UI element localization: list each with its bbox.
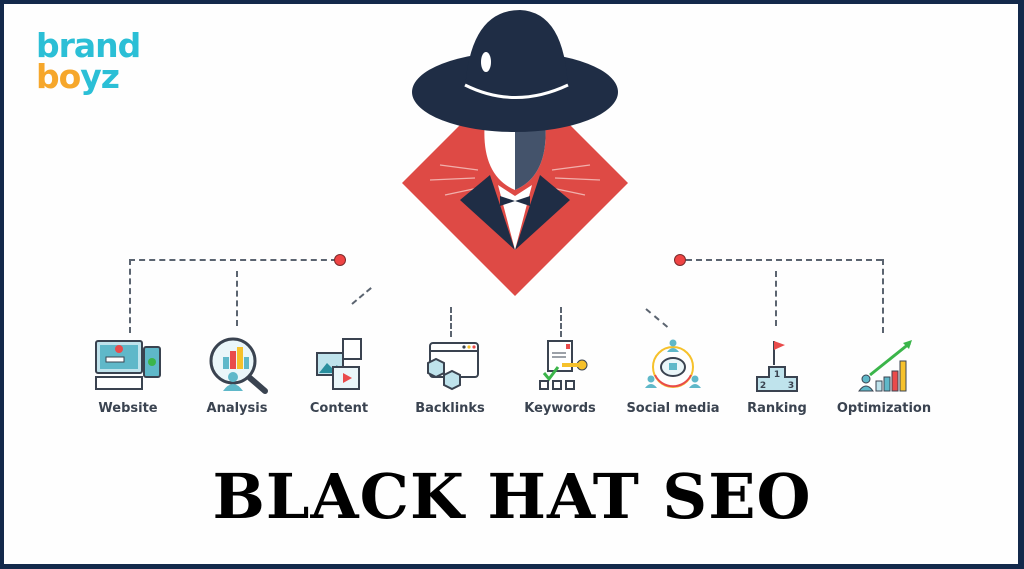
item-backlinks: Backlinks xyxy=(395,335,505,416)
item-keywords: Keywords xyxy=(505,335,615,416)
item-label: Backlinks xyxy=(415,401,485,416)
connector-backlinks xyxy=(450,307,452,337)
analysis-icon xyxy=(209,337,268,394)
item-label: Social media xyxy=(626,401,720,416)
connector-ranking xyxy=(775,271,777,326)
connector-optimization xyxy=(882,259,884,333)
item-optimization: Optimization xyxy=(829,335,939,416)
item-ranking: 1 2 3 Ranking xyxy=(722,335,832,416)
brandboyz-logo: brand boyz xyxy=(36,26,166,96)
item-label: Optimization xyxy=(836,401,932,416)
item-analysis: Analysis xyxy=(182,335,292,416)
item-label: Keywords xyxy=(524,401,596,416)
item-social-media: Social media xyxy=(618,335,728,416)
optimization-icon xyxy=(858,340,912,392)
item-label: Website xyxy=(98,401,158,416)
item-label: Content xyxy=(309,401,369,416)
connector-node-left xyxy=(334,254,346,266)
logo-text-boyz: boyz xyxy=(36,57,120,96)
svg-text:3: 3 xyxy=(788,381,794,391)
connector-left-horizontal xyxy=(129,259,337,261)
svg-text:2: 2 xyxy=(760,381,766,391)
connector-right-horizontal xyxy=(686,259,882,261)
content-icon xyxy=(316,338,362,390)
page-title: BLACK HAT SEO xyxy=(212,460,812,533)
backlinks-icon xyxy=(427,342,479,391)
connector-website xyxy=(129,259,131,333)
black-hat-man-icon xyxy=(402,10,628,296)
logo-text-brand: brand xyxy=(36,26,141,65)
social-media-icon xyxy=(645,339,701,388)
item-website: Website xyxy=(73,335,183,416)
keywords-icon xyxy=(539,340,588,390)
item-content: Content xyxy=(284,335,394,416)
item-label: Ranking xyxy=(747,401,807,416)
connector-node-right xyxy=(674,254,686,266)
website-icon xyxy=(95,340,161,390)
connector-keywords xyxy=(560,307,562,337)
item-label: Analysis xyxy=(206,401,268,416)
connector-analysis xyxy=(236,271,238,326)
ranking-icon: 1 2 3 xyxy=(756,341,798,392)
svg-text:1: 1 xyxy=(774,370,780,380)
